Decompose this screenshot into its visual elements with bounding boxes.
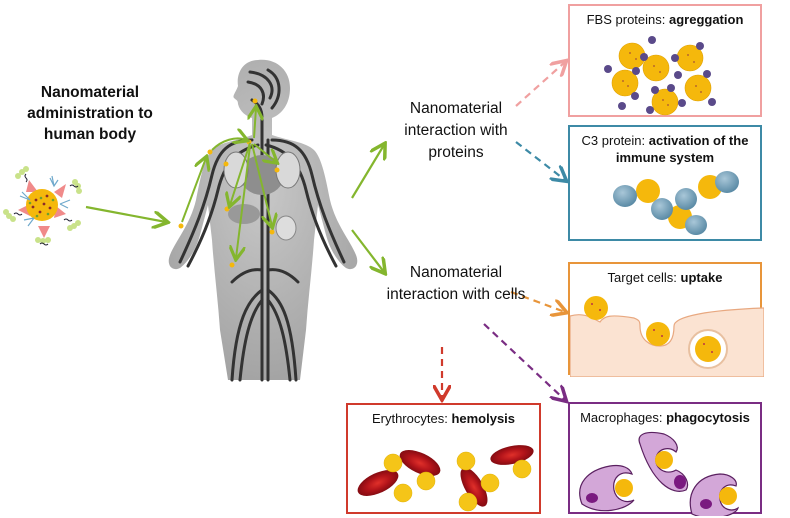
nanoparticle-illustration: [3, 166, 82, 246]
macrophages-phagocytosis-box: Macrophages: phagocytosis: [568, 402, 762, 516]
target-cells-caption: Target cells: uptake: [607, 270, 723, 285]
arrow-to-c3: [515, 141, 565, 180]
arrow-to-macrophages: [483, 323, 565, 400]
fbs-aggregation-box: FBS proteins: agreggation: [568, 4, 762, 117]
uptake-illustration: [570, 296, 764, 377]
erythrocytes-hemolysis-box: Erythrocytes: hemolysis: [346, 403, 541, 514]
fbs-caption: FBS proteins: agreggation: [586, 12, 744, 27]
phagocytosis-illustration: [579, 431, 739, 516]
cells-interaction-label: Nanomaterial interaction with cells: [386, 264, 526, 303]
aggregation-illustration: [604, 36, 716, 116]
erythrocytes-caption: Erythrocytes: hemolysis: [371, 411, 516, 426]
proteins-interaction-label: Nanomaterial interaction with proteins: [404, 100, 508, 161]
c3-activation-box: C3 protein: activation of the immune sys…: [568, 125, 762, 241]
c3-caption: C3 protein: activation of the immune sys…: [581, 133, 749, 165]
arrow-administration: [85, 205, 166, 222]
c3-illustration: [613, 171, 739, 235]
human-body-figure: [168, 59, 358, 382]
administration-title: Nanomaterial administration to human bod…: [27, 84, 153, 143]
target-cells-uptake-box: Target cells: uptake: [568, 262, 764, 377]
arrow-to-target: [510, 290, 565, 312]
arrow-to-fbs: [515, 62, 565, 107]
macrophages-caption: Macrophages: phagocytosis: [580, 410, 750, 425]
hemolysis-illustration: [357, 445, 534, 512]
arrow-to-proteins: [351, 145, 384, 199]
arrow-to-cells: [351, 229, 384, 272]
